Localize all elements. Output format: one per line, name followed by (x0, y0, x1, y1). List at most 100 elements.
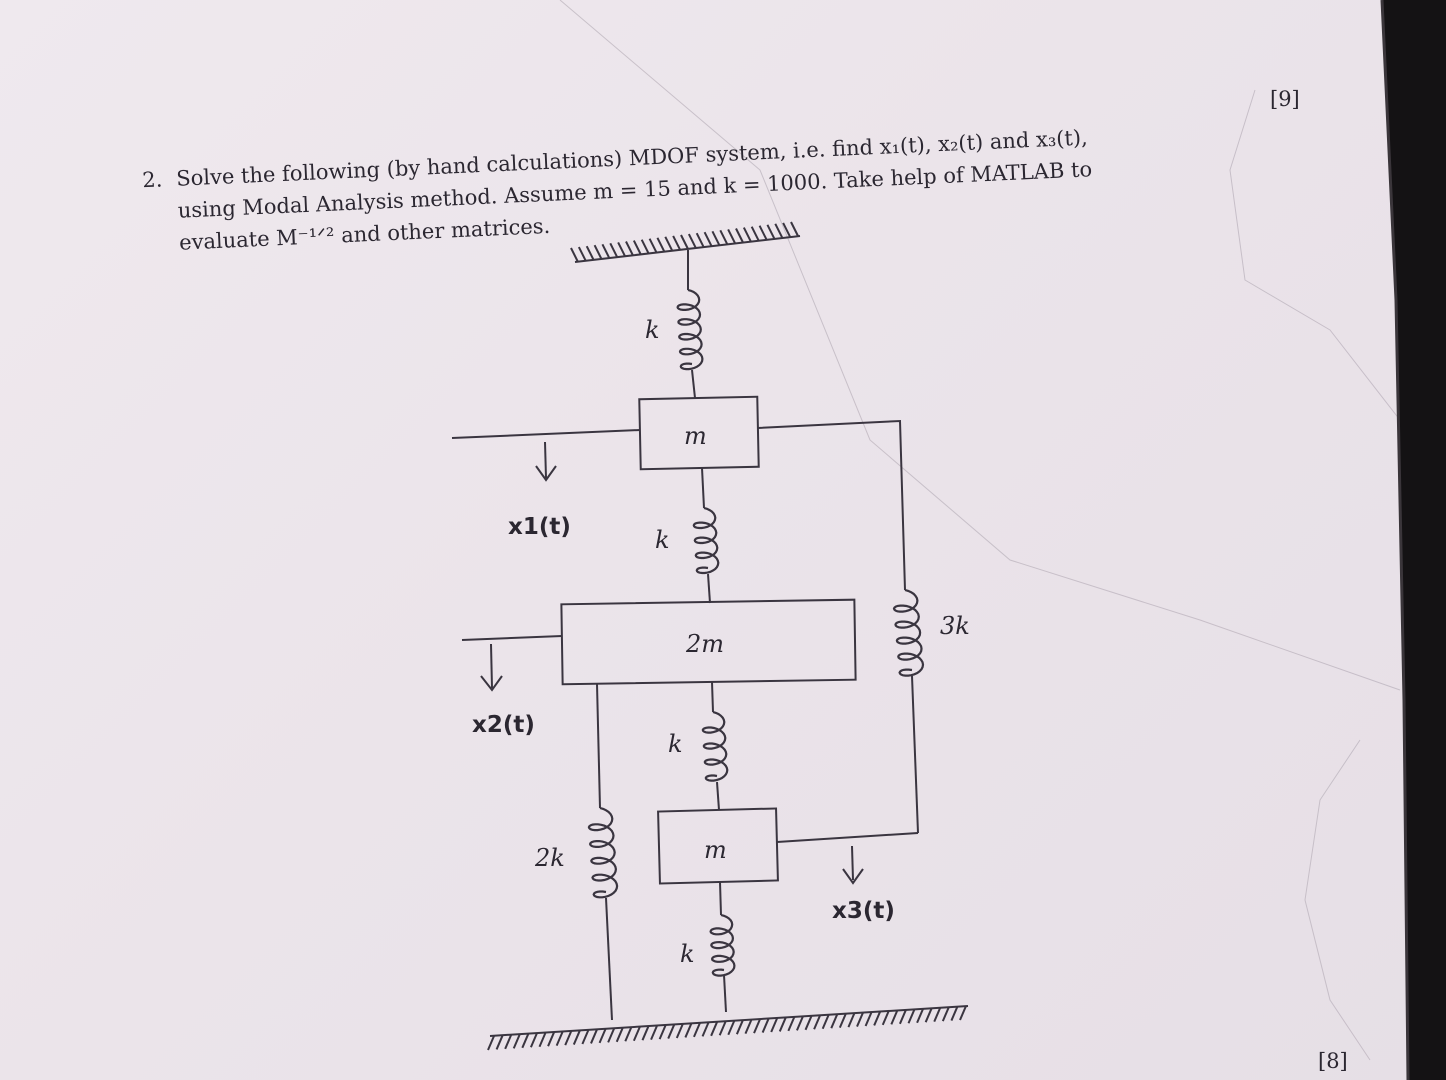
ground-hatch-mark (804, 1015, 813, 1031)
next-marks-label: [8] (1318, 1049, 1348, 1073)
ground-hatch-mark (750, 226, 760, 242)
x3-arrow-icon (842, 845, 864, 885)
ground-hatch-mark (744, 1019, 753, 1035)
ground-hatch-mark (624, 1026, 633, 1042)
ground-hatch-mark (761, 1018, 770, 1033)
ground-hatch-mark (735, 228, 744, 243)
ground-hatch-mark (656, 237, 666, 253)
top-ground (570, 221, 801, 263)
ground-hatch-mark (758, 225, 768, 241)
ground-hatch-mark (941, 1006, 950, 1022)
ground-hatch-mark (907, 1008, 916, 1024)
ground-hatch-mark (529, 1032, 538, 1048)
ground-hatch-mark (813, 1014, 822, 1030)
spring-top (676, 288, 704, 371)
ground-hatch-mark (796, 1015, 804, 1031)
mass-top (638, 395, 760, 471)
ground-hatch-mark (615, 1027, 624, 1043)
ground-hatch-mark (701, 1021, 710, 1037)
ground-hatch-mark (899, 1009, 907, 1025)
ground-hatch-mark (766, 224, 776, 240)
ground-hatch-mark (658, 1024, 667, 1040)
x2-arrow-icon (480, 643, 503, 692)
ground-hatch-mark (609, 242, 619, 258)
ground-hatch-mark (787, 1016, 796, 1032)
screen-crack-lines (559, 0, 1401, 1061)
ground-hatch-mark (753, 1018, 761, 1034)
spring-low-label: k (668, 730, 683, 758)
ground-hatch-mark (487, 1035, 495, 1051)
ground-hatch-mark (718, 1020, 727, 1036)
ground-hatch-mark (838, 1013, 847, 1029)
right-wire-upper (757, 419, 906, 591)
ground-hatch-mark (641, 1025, 650, 1041)
ground-hatch-mark (538, 1032, 547, 1048)
marks-label: [9] (1270, 87, 1300, 111)
ground-hatch-mark (727, 228, 737, 244)
right-wire-lower (911, 675, 919, 834)
ground-hatch-mark (778, 1017, 787, 1032)
ground-hatch-mark (664, 236, 674, 252)
mass-middle (560, 598, 857, 686)
spring-left (587, 806, 619, 899)
ground-hatch-mark (774, 223, 784, 239)
ground-hatch-mark (821, 1014, 830, 1030)
ground-hatch-mark (672, 235, 682, 251)
x1-arrow-icon (535, 441, 557, 482)
ground-hatch-mark (710, 1021, 719, 1037)
question-number: 2. (142, 167, 163, 192)
spring-left-label: 2k (534, 844, 565, 872)
ground-hatch-mark (933, 1007, 942, 1023)
ground-hatch-mark (830, 1013, 839, 1029)
x2-label: x2(t) (472, 712, 535, 738)
ground-hatch-mark (873, 1011, 882, 1026)
mass-middle-label: 2m (685, 630, 724, 658)
ground-hatch-mark (564, 1030, 573, 1046)
ground-hatch-mark (648, 238, 658, 254)
spring-bottom (709, 913, 736, 977)
ground-hatch-mark (590, 1029, 598, 1044)
spring-right-label: 3k (940, 612, 970, 640)
ground-hatch-mark (632, 1026, 641, 1042)
ground-hatch-mark (495, 1035, 504, 1050)
ground-hatch-mark (924, 1007, 933, 1023)
ground-hatch-mark (881, 1010, 890, 1026)
spring-bottom-label: k (680, 940, 695, 968)
spring-mid-label: k (655, 526, 670, 554)
ground-hatch-mark (667, 1024, 676, 1039)
ground-hatch-mark (547, 1031, 555, 1047)
mass-bottom (657, 807, 779, 885)
spring-mid (692, 506, 720, 575)
ground-hatch-mark (711, 230, 721, 246)
ground-hatch-mark (617, 241, 627, 257)
ground-hatch-mark (675, 1023, 684, 1039)
spring-low (701, 710, 729, 782)
ground-hatch-mark (742, 227, 752, 243)
x3-label: x3(t) (832, 898, 895, 924)
ground-hatch-mark (890, 1009, 899, 1025)
ground-hatch-mark (727, 1020, 736, 1036)
ground-hatch-mark (632, 240, 642, 256)
ground-hatch-mark (703, 231, 713, 247)
ground-hatch-mark (782, 222, 792, 238)
ground-hatch-mark (735, 1019, 744, 1035)
mass-top-label: m (684, 422, 707, 450)
right-wire-bottom (776, 832, 919, 843)
ground-hatch-mark (585, 245, 595, 261)
ground-hatch-mark (572, 1030, 581, 1045)
ground-hatch-mark (856, 1012, 864, 1027)
ground-hatch-mark (864, 1011, 873, 1027)
ground-hatch-mark (790, 221, 799, 237)
ground-hatch-mark (607, 1027, 616, 1043)
ground-hatch-mark (693, 1022, 701, 1038)
ground-hatch-mark (601, 243, 611, 259)
ground-hatch-mark (581, 1029, 590, 1045)
ground-hatch-mark (770, 1017, 779, 1033)
ground-hatch-mark (577, 246, 587, 262)
ground-hatch-mark (640, 239, 650, 255)
ground-hatch-mark (593, 244, 603, 260)
ground-hatch-mark (650, 1025, 658, 1041)
spring-right (892, 588, 925, 677)
ground-hatch-mark (598, 1028, 607, 1044)
